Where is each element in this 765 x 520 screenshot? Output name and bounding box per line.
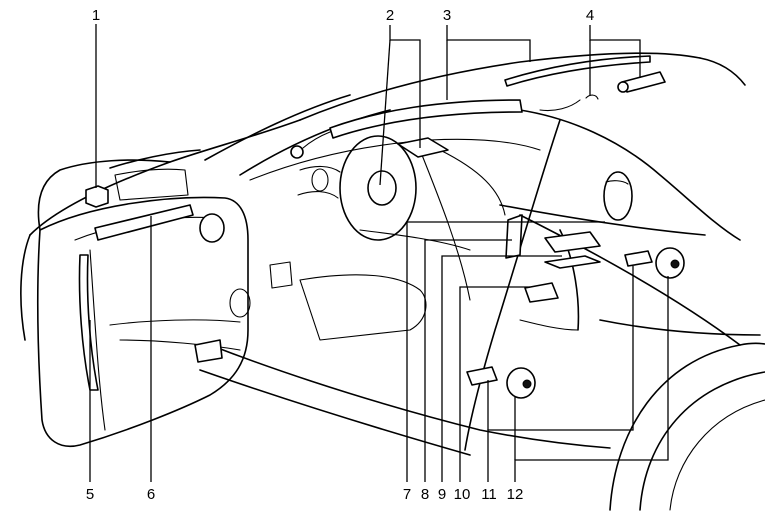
interior-parts (269, 135, 506, 341)
callout-5: 5 (86, 486, 94, 503)
callout-10: 10 (454, 486, 471, 503)
car-body-outline (20, 52, 765, 511)
component-2 (397, 137, 449, 158)
components (85, 55, 685, 399)
callout-12: 12 (507, 486, 524, 503)
callout-labels: 1 2 3 4 5 6 7 8 9 10 11 12 (86, 7, 594, 503)
component-7 (603, 171, 633, 221)
component-4 (621, 71, 666, 93)
component-3 (329, 99, 523, 139)
component-10 (544, 255, 601, 269)
component-1 (85, 185, 109, 208)
component-12b (655, 247, 685, 279)
callout-2: 2 (386, 7, 394, 24)
callout-9: 9 (438, 486, 446, 503)
callout-7: 7 (403, 486, 411, 503)
component-9 (544, 231, 601, 253)
leader-lines (89, 24, 669, 482)
open-door (37, 159, 251, 447)
component-8 (505, 214, 523, 259)
callout-1: 1 (92, 7, 100, 24)
callout-4: 4 (586, 7, 594, 24)
callout-3: 3 (443, 7, 451, 24)
callout-8: 8 (421, 486, 429, 503)
component-11 (524, 282, 559, 303)
callout-6: 6 (147, 486, 155, 503)
callout-11: 11 (481, 486, 497, 503)
component-12a (624, 250, 653, 267)
